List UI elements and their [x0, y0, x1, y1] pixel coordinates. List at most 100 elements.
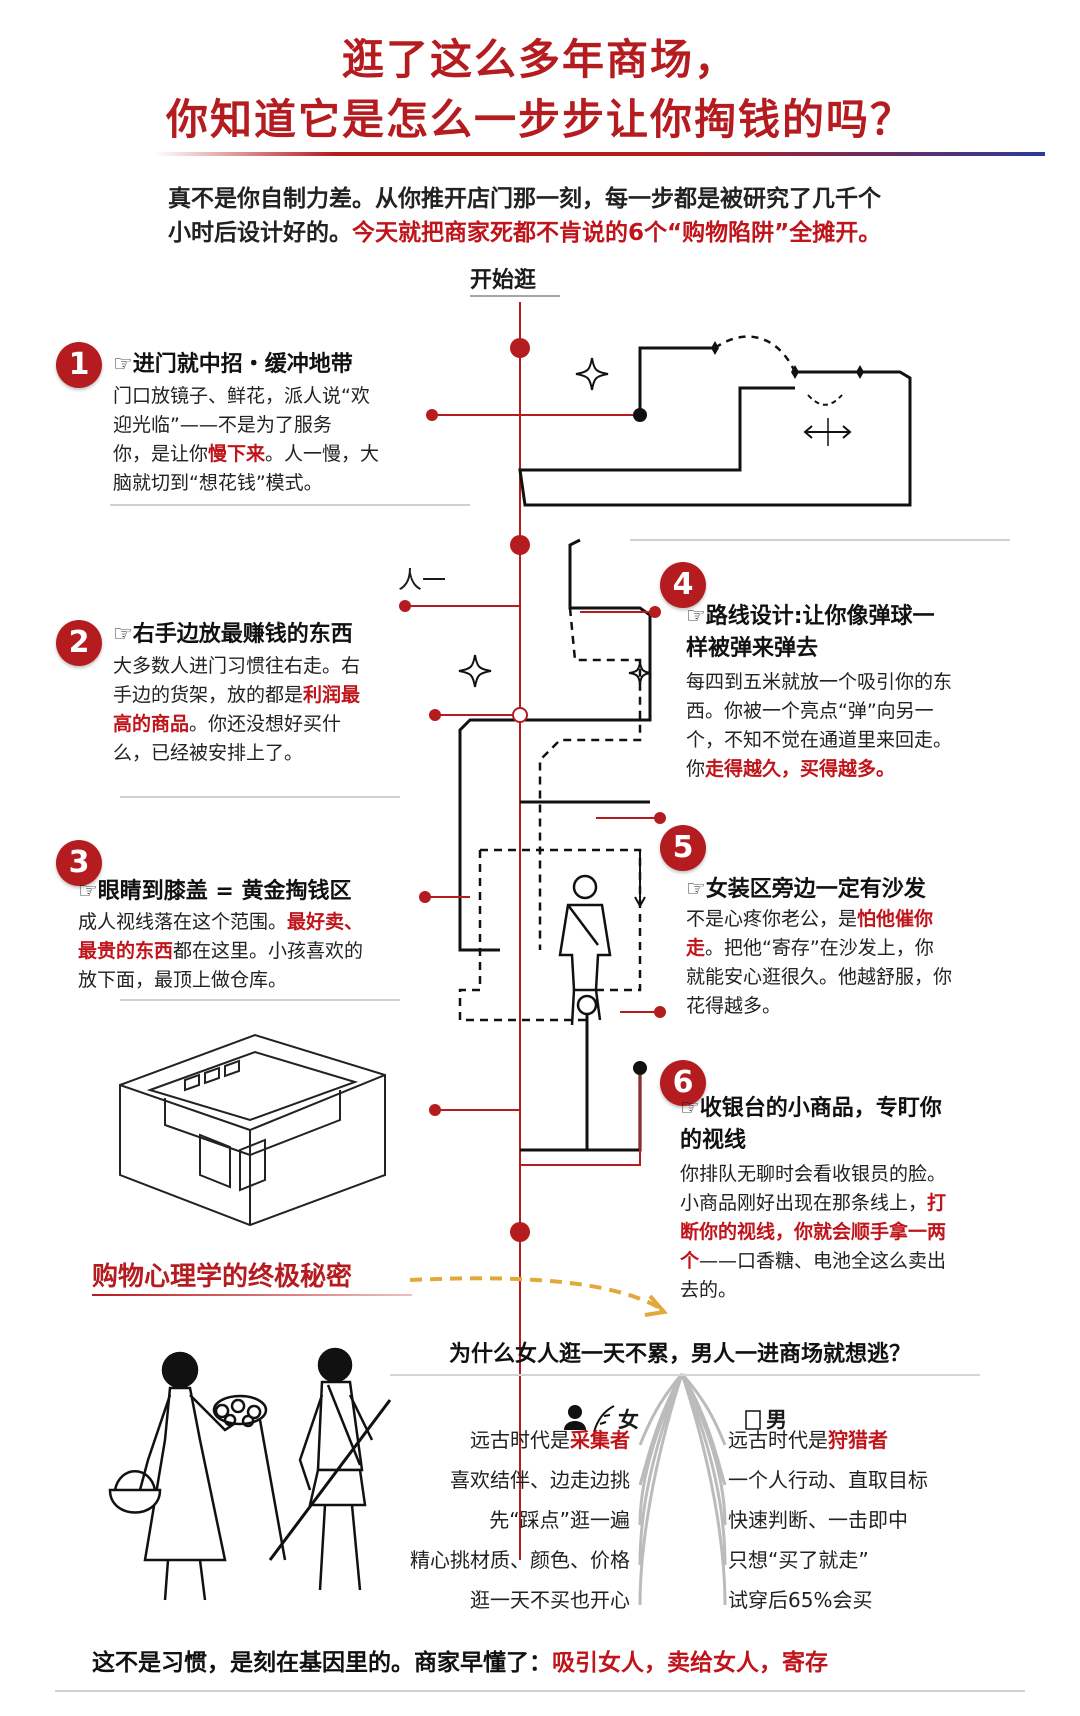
- footer-red: 吸引女人，卖给女人，寄存: [552, 1650, 828, 1676]
- step-badge-1: 1: [56, 342, 102, 388]
- step-1-line: 迎光临”——不是为了服务: [113, 411, 433, 440]
- body-text: 你排队无聊时会看收银员的脸。: [680, 1163, 947, 1185]
- female-trait: 先“踩点”逛一遍: [489, 1508, 630, 1532]
- body-text: 大多数人进门习惯往右走。右: [113, 655, 361, 677]
- body-text: 。你还没想好买什: [189, 713, 342, 735]
- body-text: 个，不知不觉在通道里来回走。: [686, 729, 953, 751]
- branch-6: [520, 1075, 641, 1166]
- footer-plain: 这不是习惯，是刻在基因里的。商家早懂了：: [92, 1650, 552, 1676]
- spine-dot-3: [510, 1222, 530, 1242]
- highlight-text: 个: [680, 1250, 700, 1272]
- step-6-line: 小商品刚好出现在那条线上，打: [680, 1189, 1010, 1218]
- body-text: 门口放镜子、鲜花，派人说“欢: [113, 385, 370, 407]
- highlight-text: 利润最: [303, 684, 361, 706]
- step-4-line: 个，不知不觉在通道里来回走。: [686, 726, 1006, 755]
- route-top-left: [638, 346, 715, 415]
- male-trait-origin-red: 狩猎者: [828, 1428, 888, 1452]
- sparkle-icon-3: [628, 661, 652, 685]
- female-column-label: 女: [618, 1408, 639, 1432]
- route-checkout-right: [587, 1070, 642, 1152]
- step-6-line: 个——口香糖、电池全这么卖出: [680, 1247, 1010, 1276]
- step-6-title-line-1: ☞收银台的小商品，专盯你: [680, 1096, 942, 1121]
- female-trait-origin-red: 采集者: [570, 1428, 630, 1452]
- step-4-title-line-1: ☞路线设计:让你像弹球一: [686, 604, 935, 629]
- female-icon: [564, 1405, 586, 1430]
- body-text: 每四到五米就放一个吸引你的东: [686, 671, 953, 693]
- branch-1-dot: [426, 409, 438, 421]
- body-text: 西。你被一个亮点“弹”向另一: [686, 700, 934, 722]
- branch-5b-dot: [654, 1006, 666, 1018]
- secret-arrow-head: [644, 1294, 668, 1317]
- intro-line-2-red: 今天就把商家死都不肯说的6个“购物陷阱”全摊开。: [352, 220, 882, 246]
- body-text: 成人视线落在这个范围。: [78, 911, 288, 933]
- body-text: ——口香糖、电池全这么卖出: [699, 1250, 947, 1272]
- spine-dot-2: [510, 535, 530, 555]
- double-arrow-heads: [803, 425, 852, 439]
- highlight-text: 怕他催你: [857, 908, 934, 930]
- route-node-checkout: [633, 1061, 647, 1075]
- branch-2: [405, 605, 521, 712]
- step-4-line: 你走得越久，买得越多。: [686, 755, 1006, 784]
- male-trait: 试穿后65%会买: [728, 1588, 873, 1612]
- male-icon: [745, 1410, 761, 1430]
- branch-2-dot: [429, 709, 441, 721]
- step-2-body: 大多数人进门习惯往右走。右手边的货架，放的都是利润最高的商品。你还没想好买什么，…: [113, 652, 413, 768]
- step-1-line: 你，是让你慢下来。人一慢，大: [113, 440, 433, 469]
- step-5-line: 就能安心逛很久。他越舒服，你: [686, 963, 1006, 992]
- body-text: 就能安心逛很久。他越舒服，你: [686, 966, 953, 988]
- step-5-line: 走。把他“寄存”在沙发上，你: [686, 934, 1006, 963]
- step-badge-4: 4: [660, 562, 706, 608]
- store-shelf-sketch: [119, 1033, 386, 1227]
- step-5-line: 花得越多。: [686, 992, 1006, 1021]
- highlight-text: 最好卖、: [287, 911, 364, 933]
- arc-dashed: [807, 394, 843, 406]
- body-text: 。人一慢，大: [265, 443, 380, 465]
- step-badge-5: 5: [660, 825, 706, 871]
- step-3-line: 放下面，最顶上做仓库。: [78, 966, 418, 995]
- diamond-1: [711, 341, 719, 355]
- highlight-text: 断你的视线，你就会顺手拿一两: [680, 1221, 947, 1243]
- body-text: 脑就切到“想花钱”模式。: [113, 472, 323, 494]
- highlight-text: 慢下来: [208, 443, 266, 465]
- step-5-body: 不是心疼你老公，是怕他催你走。把他“寄存”在沙发上，你就能安心逛很久。他越舒服，…: [686, 905, 1006, 1021]
- step-2-title: ☞右手边放最赚钱的东西: [113, 622, 353, 647]
- route-loop: [518, 370, 912, 507]
- step-6-body: 你排队无聊时会看收银员的脸。小商品刚好出现在那条线上，打断你的视线，你就会顺手拿…: [680, 1160, 1010, 1305]
- male-trait: 快速判断、一击即中: [728, 1508, 908, 1532]
- step-3-line: 最贵的东西都在这里。小孩喜欢的: [78, 937, 418, 966]
- male-trait: 只想“买了就走”: [728, 1548, 869, 1572]
- title-divider: [155, 152, 1045, 156]
- step-6-line: 你排队无聊时会看收银员的脸。: [680, 1160, 1010, 1189]
- route-aisle-dashed-2: [458, 850, 590, 1022]
- step-4-title-line-2: 样被弹来弹去: [686, 636, 819, 661]
- highlight-text: 最贵的东西: [78, 940, 174, 962]
- comparison-question: 为什么女人逛一天不累，男人一进商场就想逃？: [448, 1342, 911, 1367]
- leaf-icon: [593, 1405, 615, 1433]
- female-traits-list: 远古时代是采集者 喜欢结伴、边走边挑 先“踩点”逛一遍 精心挑材质、颜色、价格 …: [380, 1420, 630, 1620]
- body-text: 都在这里。小孩喜欢的: [173, 940, 364, 962]
- secret-arrow: [409, 1276, 661, 1310]
- step-6-title-line-2: 的视线: [680, 1128, 747, 1153]
- highlight-text: 走: [686, 937, 706, 959]
- body-text: 放下面，最顶上做仓库。: [78, 969, 288, 991]
- body-text: 你，是让你: [113, 443, 209, 465]
- branch-4-dot: [649, 606, 661, 618]
- step-3-title: ☞眼睛到膝盖 = 黄金掏钱区: [78, 879, 352, 904]
- title-line-2: 你知道它是怎么一步步让你掏钱的吗？: [165, 95, 914, 144]
- body-text: 不是心疼你老公，是: [686, 908, 858, 930]
- walking-person-icon: [558, 874, 612, 1026]
- title-line-1: 逛了这么多年商场，: [341, 35, 738, 84]
- route-aisle-dashed: [480, 848, 642, 992]
- route-top-dashed: [714, 335, 797, 373]
- step-1-line: 门口放镜子、鲜花，派人说“欢: [113, 382, 433, 411]
- route-to-checkout: [520, 1015, 589, 1152]
- step-3-line: 成人视线落在这个范围。最好卖、: [78, 908, 418, 937]
- sparkle-icon-1: [575, 357, 609, 391]
- route-node-1: [633, 408, 647, 422]
- secret-underline: [92, 1294, 412, 1296]
- highlight-text: 高的商品: [113, 713, 190, 735]
- female-trait: 逛一天不买也开心: [470, 1588, 630, 1612]
- step-4-body: 每四到五米就放一个吸引你的东西。你被一个亮点“弹”向另一个，不知不觉在通道里来回…: [686, 668, 1006, 784]
